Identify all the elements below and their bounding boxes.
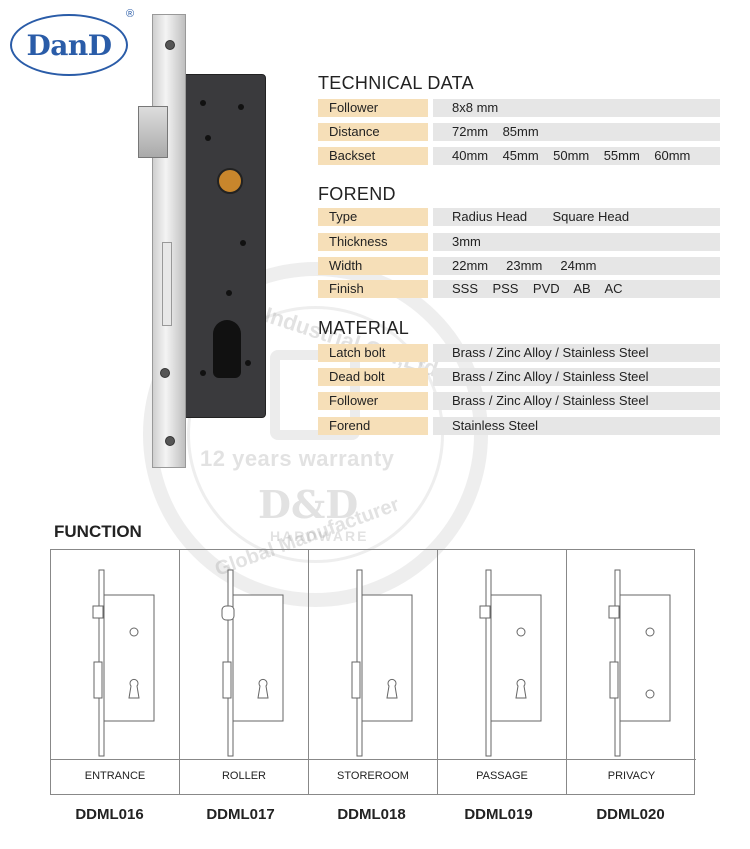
registered-mark: ® — [126, 8, 135, 20]
function-cell: PRIVACY — [567, 550, 696, 794]
product-code: DDML019 — [464, 806, 533, 823]
spec-label: Follower — [318, 392, 428, 410]
lock-diagram-icon — [479, 569, 542, 757]
rivet — [240, 240, 246, 246]
latch-bolt — [138, 106, 168, 158]
spec-label: Follower — [318, 99, 428, 117]
function-cell: ROLLER — [180, 550, 309, 794]
spec-row: Type Radius Head Square Head — [318, 208, 720, 226]
spec-value: 8x8 mm — [433, 99, 720, 117]
rivet — [200, 100, 206, 106]
spec-value: Radius Head Square Head — [433, 208, 720, 226]
rivet — [205, 135, 211, 141]
spec-row: Width 22mm 23mm 24mm — [318, 257, 720, 275]
function-cell: ENTRANCE — [51, 550, 180, 794]
follower-spindle — [217, 168, 243, 194]
spec-label: Latch bolt — [318, 344, 428, 362]
screw-top — [165, 40, 175, 50]
rivet — [238, 104, 244, 110]
lock-faceplate — [152, 14, 186, 468]
cylinder-hole — [213, 320, 241, 378]
spec-value: Stainless Steel — [433, 417, 720, 435]
watermark-warranty: 12 years warranty — [200, 446, 395, 471]
spec-row: Latch bolt Brass / Zinc Alloy / Stainless… — [318, 344, 720, 362]
spec-row: Distance 72mm 85mm — [318, 123, 720, 141]
screw-bottom — [165, 436, 175, 446]
logo-text: DanD — [26, 28, 112, 62]
spec-value: 72mm 85mm — [433, 123, 720, 141]
lock-diagram-icon — [221, 569, 284, 757]
material-title: MATERIAL — [318, 318, 410, 338]
rivet — [245, 360, 251, 366]
product-code: DDML017 — [206, 806, 275, 823]
spec-value: Brass / Zinc Alloy / Stainless Steel — [433, 368, 720, 386]
spec-label: Thickness — [318, 233, 428, 251]
spec-value: Brass / Zinc Alloy / Stainless Steel — [433, 392, 720, 410]
spec-row: Backset 40mm 45mm 50mm 55mm 60mm — [318, 147, 720, 165]
lock-diagram-icon — [351, 569, 413, 757]
spec-value: SSS PSS PVD AB AC — [433, 280, 720, 298]
spec-row: Thickness 3mm — [318, 233, 720, 251]
function-name: PASSAGE — [476, 770, 528, 782]
screw-mid — [160, 368, 170, 378]
function-name: PRIVACY — [607, 770, 656, 782]
function-cell: PASSAGE — [438, 550, 567, 794]
watermark-hardware: HARDWARE — [270, 528, 369, 544]
product-code: DDML016 — [75, 806, 144, 823]
product-code: DDML020 — [596, 806, 665, 823]
watermark-brand: D&D — [258, 482, 359, 527]
function-cell: STOREROOM — [309, 550, 438, 794]
spec-value: 22mm 23mm 24mm — [433, 257, 720, 275]
function-title: FUNCTION — [54, 522, 142, 541]
spec-label: Finish — [318, 280, 428, 298]
spec-value: 40mm 45mm 50mm 55mm 60mm — [433, 147, 720, 165]
spec-row: Dead bolt Brass / Zinc Alloy / Stainless … — [318, 368, 720, 386]
product-code: DDML018 — [337, 806, 406, 823]
function-grid: ENTRANCE ROLLER STOREROOM P — [50, 549, 696, 795]
technical-data-title: TECHNICAL DATA — [318, 73, 474, 93]
spec-row: Finish SSS PSS PVD AB AC — [318, 280, 720, 298]
brand-logo: DanD — [10, 14, 128, 76]
spec-label: Backset — [318, 147, 428, 165]
spec-label: Width — [318, 257, 428, 275]
spec-label: Forend — [318, 417, 428, 435]
dead-bolt — [162, 242, 172, 326]
spec-row: Forend Stainless Steel — [318, 417, 720, 435]
spec-label: Distance — [318, 123, 428, 141]
spec-value: Brass / Zinc Alloy / Stainless Steel — [433, 344, 720, 362]
rivet — [226, 290, 232, 296]
lock-diagram-icon — [92, 569, 155, 757]
spec-row: Follower Brass / Zinc Alloy / Stainless S… — [318, 392, 720, 410]
lock-diagram-icon — [608, 569, 671, 757]
function-name: ROLLER — [221, 770, 267, 782]
spec-label: Dead bolt — [318, 368, 428, 386]
function-name: ENTRANCE — [84, 770, 146, 782]
rivet — [200, 370, 206, 376]
forend-title: FOREND — [318, 184, 396, 204]
function-name: STOREROOM — [337, 770, 409, 782]
spec-label: Type — [318, 208, 428, 226]
spec-value: 3mm — [433, 233, 720, 251]
spec-row: Follower 8x8 mm — [318, 99, 720, 117]
